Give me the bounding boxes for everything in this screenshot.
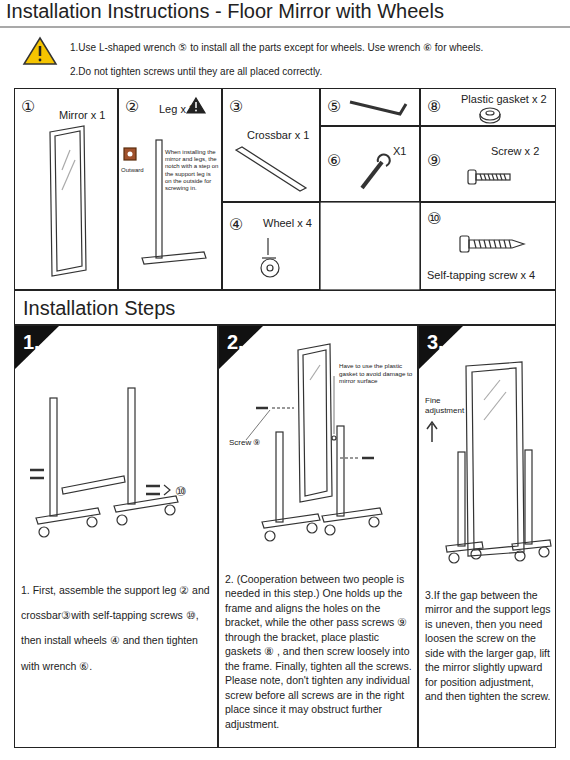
mirror-drawing — [50, 126, 86, 276]
text-block: Wheel x 4 — [263, 217, 312, 231]
part-cell: Installation Steps — [14, 290, 556, 325]
text-block: 3.If the gap between the mirror and the … — [425, 588, 553, 704]
part-cell: ④ Wheel x 4 — [222, 202, 320, 290]
rule-line — [0, 26, 570, 27]
part-cell: 1. ⑩ 1. First, assemble the support leg ② … — [14, 325, 218, 748]
wrench-drawing — [362, 154, 390, 188]
gasket-drawing — [480, 108, 500, 123]
step1-drawing — [30, 388, 178, 537]
screw-drawing — [468, 170, 510, 184]
part-cell: ① Mirror x 1 — [14, 88, 118, 290]
step-number: 3. — [427, 330, 444, 355]
text-block: ⑩ — [175, 484, 187, 500]
part-cell: ⑥ X1 — [320, 126, 420, 202]
self-tapping-screw-drawing — [460, 236, 524, 252]
text-block: Leg x 2 — [159, 103, 195, 117]
empty-cell — [320, 202, 420, 290]
warning-icon — [24, 38, 56, 64]
text-block: Screw x 2 — [491, 145, 539, 159]
text-block: Plastic gasket x 2 — [461, 93, 547, 107]
text-block: ⑨ — [427, 151, 441, 171]
text-block: 1. First, assemble the support leg ② and… — [21, 578, 211, 679]
step-corner — [218, 325, 264, 370]
text-block: ③ — [229, 97, 243, 117]
step-corner — [418, 325, 464, 370]
text-block: Self-tapping screw x 4 — [427, 269, 535, 283]
text-block: 2. (Cooperation between two people is ne… — [225, 572, 413, 731]
crossbar-drawing — [236, 147, 306, 191]
text-block: When installing the mirror and legs, the… — [165, 149, 219, 192]
text-block: ⑧ — [427, 97, 441, 117]
text-block: ⑥ — [327, 151, 341, 171]
part-cell: 3. Fine adjustment 3.If the gap between th… — [418, 325, 556, 748]
text-block: Installation Steps — [23, 296, 175, 321]
part-cell: ③ Crossbar x 1 — [222, 88, 320, 202]
note-text: 2.Do not tighten screws until they are a… — [70, 66, 322, 77]
text-block: ⑩ — [427, 209, 441, 229]
text-block: Mirror x 1 — [59, 109, 105, 123]
text-block: Have to use the plastic gasket to avoid … — [339, 362, 417, 385]
step-number: 2. — [227, 330, 244, 355]
text-block: Fine adjustment — [425, 396, 467, 415]
page-title: Installation Instructions - Floor Mirror… — [6, 0, 444, 23]
wheel-drawing — [261, 238, 279, 277]
text-block: Screw ⑨ — [229, 438, 260, 448]
part-cell: ⑨ Screw x 2 — [420, 126, 556, 202]
step3-drawing — [427, 362, 551, 563]
part-cell: ⑩ Self-tapping screw x 4 — [420, 202, 556, 290]
part-cell: ⑤ — [320, 88, 420, 126]
text-block: ② — [125, 97, 139, 117]
step-number: 1. — [23, 330, 40, 355]
part-cell: ⑧ Plastic gasket x 2 — [420, 88, 556, 126]
text-block: ⑤ — [327, 97, 341, 117]
text-block: ① — [21, 97, 35, 117]
part-cell: 2. Have to use the plastic gasket to avoi… — [218, 325, 418, 748]
l-wrench-drawing — [350, 102, 406, 114]
text-block: Crossbar x 1 — [247, 129, 309, 143]
text-block: X1 — [393, 145, 406, 159]
text-block: ④ — [229, 215, 243, 235]
note-text: 1.Use L-shaped wrench ⑤ to install all t… — [70, 42, 483, 53]
part-cell: ② Leg x 2 OutwardWhen installing the mirro… — [118, 88, 222, 290]
step-corner — [14, 325, 60, 370]
text-block: Outward — [121, 167, 165, 175]
